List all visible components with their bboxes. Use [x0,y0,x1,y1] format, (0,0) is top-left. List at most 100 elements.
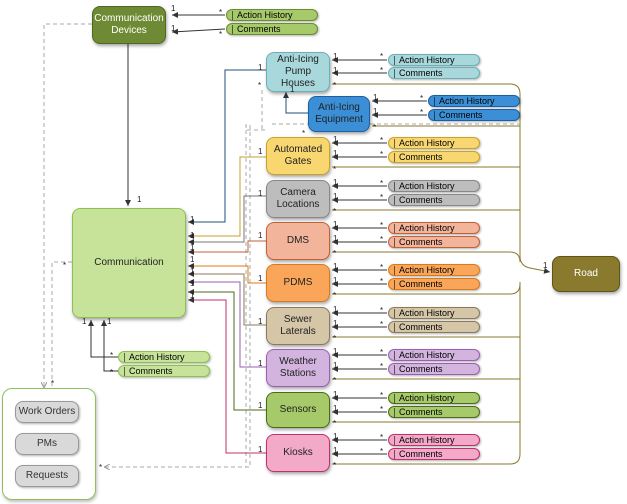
multiplicity-one: 1 [190,255,195,264]
anti-icing-pump-houses-node[interactable]: Anti-Icing Pump Houses [266,52,330,92]
requests-button[interactable]: Requests [15,465,79,487]
multiplicity-many: * [333,419,337,428]
multiplicity-many: * [51,379,55,388]
comments-tag[interactable]: Comments [388,194,480,206]
pms-button[interactable]: PMs [15,433,79,455]
action-history-tag[interactable]: Action History [388,264,480,276]
multiplicity-many: * [333,165,337,174]
multiplicity-one: 1 [82,317,87,326]
action-history-tag[interactable]: Action History [388,307,480,319]
multiplicity-many: * [110,351,114,360]
comments-tag[interactable]: Comments [388,278,480,290]
sensors-node[interactable]: Sensors [266,392,330,428]
multiplicity-one: 1 [171,24,176,33]
action-history-tag[interactable]: Action History [388,54,480,66]
anti-icing-equipment-node[interactable]: Anti-Icing Equipment [308,96,370,132]
multiplicity-one: 1 [333,319,338,328]
weather-stations-node[interactable]: Weather Stations [266,349,330,387]
comments-tag[interactable]: Comments [388,448,480,460]
multiplicity-one: 1 [107,317,112,326]
sewer-laterals-node[interactable]: Sewer Laterals [266,307,330,345]
road-node[interactable]: Road [552,256,620,292]
multiplicity-one: 1 [373,93,378,102]
multiplicity-many: * [333,291,337,300]
action-history-tag[interactable]: Action History [428,95,520,107]
multiplicity-one: 1 [258,189,263,198]
multiplicity-many: * [420,108,424,117]
action-history-tag[interactable]: Action History [388,392,480,404]
multiplicity-many: * [380,306,384,315]
multiplicity-many: * [219,30,223,39]
multiplicity-one: 1 [373,107,378,116]
multiplicity-many: * [380,66,384,75]
multiplicity-one: 1 [258,63,263,72]
multiplicity-many: * [380,263,384,272]
multiplicity-one: 1 [333,404,338,413]
work-orders-button[interactable]: Work Orders [15,401,79,423]
multiplicity-one: 1 [333,347,338,356]
comments-tag[interactable]: Comments [428,109,520,121]
multiplicity-one: 1 [258,359,263,368]
multiplicity-many: * [380,362,384,371]
multiplicity-one: 1 [333,390,338,399]
multiplicity-one: 1 [333,52,338,61]
communication-node[interactable]: Communication [72,208,186,318]
communication-devices-node[interactable]: Communication Devices [92,6,166,44]
multiplicity-many: * [110,368,114,377]
multiplicity-one: 1 [333,178,338,187]
multiplicity-many: * [333,207,337,216]
multiplicity-many: * [420,94,424,103]
multiplicity-many: * [380,179,384,188]
multiplicity-many: * [380,277,384,286]
multiplicity-one: 1 [333,234,338,243]
multiplicity-many: * [373,123,377,132]
multiplicity-many: * [333,461,337,470]
comments-tag[interactable]: Comments [388,321,480,333]
comments-tag[interactable]: Comments [118,365,210,377]
camera-locations-node[interactable]: Camera Locations [266,180,330,218]
multiplicity-one: 1 [171,4,176,13]
action-history-tag[interactable]: Action History [118,351,210,363]
automated-gates-node[interactable]: Automated Gates [266,137,330,175]
multiplicity-one: 1 [190,243,195,252]
multiplicity-many: * [380,405,384,414]
multiplicity-one: 1 [190,267,195,276]
comments-tag[interactable]: Comments [226,23,318,35]
multiplicity-one: 1 [333,262,338,271]
multiplicity-many: * [99,463,103,472]
action-history-tag[interactable]: Action History [388,222,480,234]
multiplicity-many: * [219,8,223,17]
comments-tag[interactable]: Comments [388,406,480,418]
comments-tag[interactable]: Comments [388,363,480,375]
pdms-node[interactable]: PDMS [266,264,330,302]
multiplicity-many: * [380,136,384,145]
multiplicity-one: 1 [543,261,548,270]
multiplicity-one: 1 [333,305,338,314]
multiplicity-one: 1 [190,291,195,300]
action-history-tag[interactable]: Action History [388,180,480,192]
multiplicity-one: 1 [190,231,195,240]
multiplicity-one: 1 [258,147,263,156]
multiplicity-one: 1 [333,149,338,158]
action-history-tag[interactable]: Action History [388,137,480,149]
action-history-tag[interactable]: Action History [388,434,480,446]
multiplicity-one: 1 [333,446,338,455]
multiplicity-one: 1 [258,401,263,410]
kiosks-node[interactable]: Kiosks [266,434,330,472]
dms-node[interactable]: DMS [266,222,330,260]
multiplicity-one: 1 [333,361,338,370]
multiplicity-one: 1 [190,215,195,224]
multiplicity-one: 1 [333,432,338,441]
action-history-tag[interactable]: Action History [388,349,480,361]
comments-tag[interactable]: Comments [388,151,480,163]
multiplicity-one: 1 [258,231,263,240]
comments-tag[interactable]: Comments [388,67,480,79]
multiplicity-one: 1 [190,279,195,288]
multiplicity-one: 1 [333,276,338,285]
comments-tag[interactable]: Comments [388,236,480,248]
action-history-tag[interactable]: Action History [226,9,318,21]
multiplicity-many: * [380,221,384,230]
multiplicity-many: * [380,391,384,400]
